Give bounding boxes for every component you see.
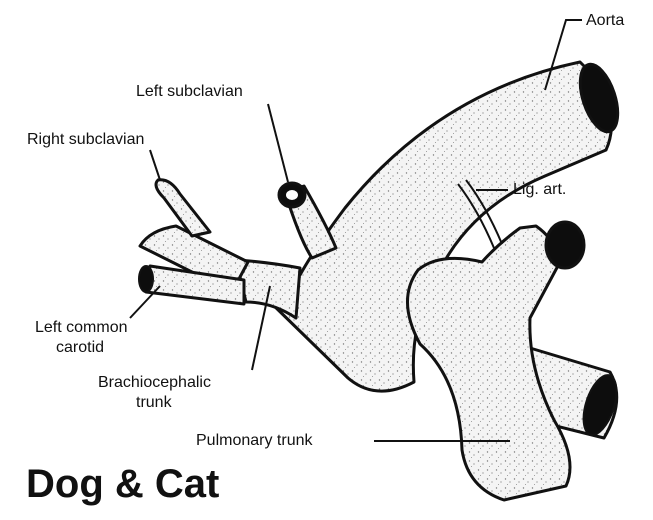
pulmonary-trunk-left-lumen bbox=[546, 222, 584, 268]
label-lig-art: Lig. art. bbox=[513, 180, 566, 199]
label-pulmonary-trunk: Pulmonary trunk bbox=[196, 431, 313, 450]
diagram-title: Dog & Cat bbox=[26, 462, 219, 507]
leader-left-subclavian bbox=[268, 104, 288, 182]
label-aorta: Aorta bbox=[586, 11, 624, 30]
left-subclavian-lumen-inner bbox=[286, 190, 298, 200]
label-brachiocephalic-line1: Brachiocephalic bbox=[98, 373, 211, 392]
label-right-subclavian: Right subclavian bbox=[27, 130, 144, 149]
left-common-carotid-lumen bbox=[139, 266, 153, 292]
label-left-common-carotid-line2: carotid bbox=[56, 338, 104, 357]
label-brachiocephalic-line2: trunk bbox=[136, 393, 172, 412]
label-left-common-carotid-line1: Left common bbox=[35, 318, 127, 337]
label-left-subclavian: Left subclavian bbox=[136, 82, 243, 101]
leader-right-subclavian bbox=[150, 150, 160, 180]
